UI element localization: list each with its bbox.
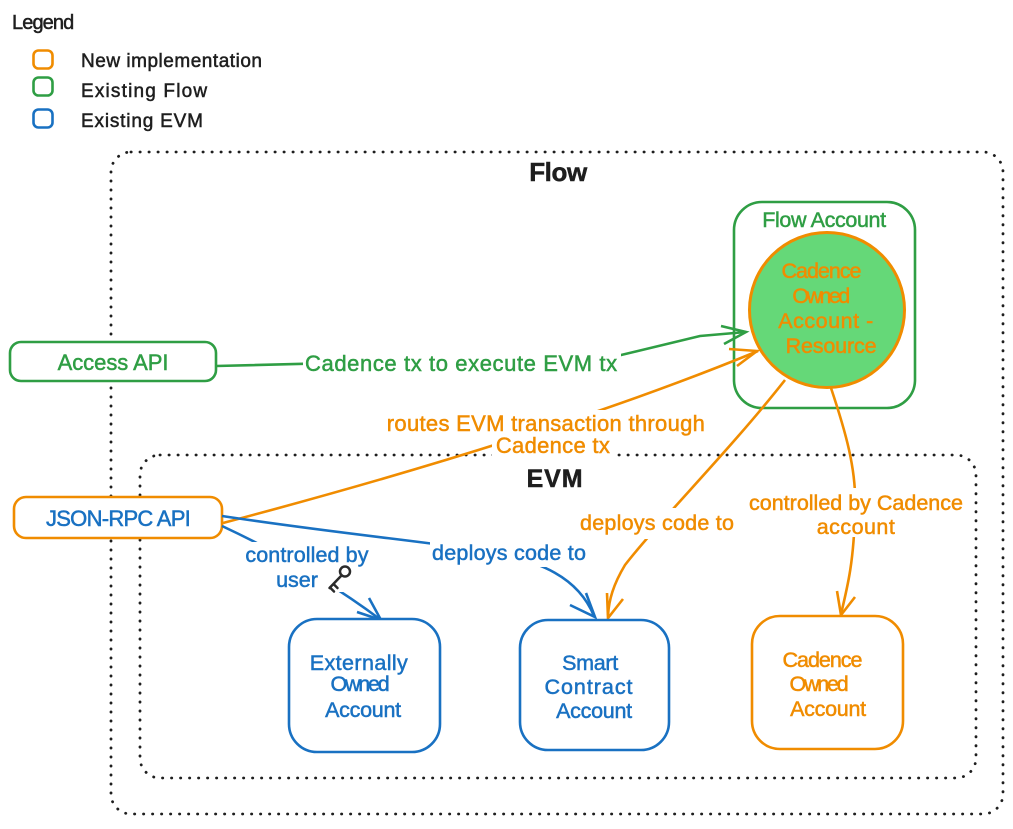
svg-text:Account: Account [325,698,401,722]
svg-text:Cadence tx to execute EVM tx: Cadence tx to execute EVM tx [305,351,618,376]
svg-text:Smart: Smart [562,651,618,675]
svg-text:Legend: Legend [12,12,73,34]
svg-text:Access API: Access API [58,350,169,375]
svg-text:Externally: Externally [310,651,408,675]
svg-text:controlled by: controlled by [245,543,368,567]
svg-text:JSON-RPC API: JSON-RPC API [46,506,190,531]
svg-text:account: account [817,515,896,539]
svg-text:user: user [276,568,318,592]
svg-text:deploys code to: deploys code to [432,541,586,565]
svg-text:Owned: Owned [792,284,849,308]
svg-text:Cadence tx: Cadence tx [496,433,610,458]
svg-text:Flow: Flow [529,157,588,187]
svg-text:Owned: Owned [789,672,847,696]
svg-text:EVM: EVM [527,465,584,493]
svg-text:Contract: Contract [545,675,634,699]
svg-text:controlled by Cadence: controlled by Cadence [749,491,963,515]
svg-text:Cadence: Cadence [782,259,861,283]
svg-text:New implementation: New implementation [81,51,263,72]
svg-text:Resource: Resource [786,334,877,358]
svg-text:Account: Account [790,697,866,721]
svg-text:Account: Account [556,699,632,723]
svg-text:Cadence: Cadence [783,648,862,672]
svg-text:Existing EVM: Existing EVM [81,111,204,132]
svg-text:deploys code to: deploys code to [580,511,734,535]
svg-text:Existing Flow: Existing Flow [81,81,208,102]
svg-text:Account -: Account - [778,309,874,333]
svg-text:routes EVM transaction through: routes EVM transaction through [387,411,705,436]
svg-text:Owned: Owned [330,672,388,696]
svg-text:Flow Account: Flow Account [762,208,886,232]
